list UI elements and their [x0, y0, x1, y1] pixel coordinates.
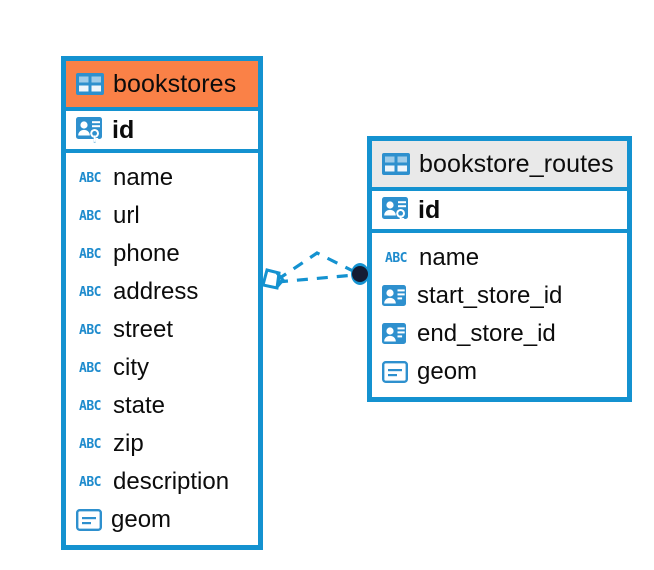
field-label: geom: [111, 506, 172, 533]
field-row[interactable]: ABC phone: [66, 235, 258, 273]
abc-icon: ABC: [79, 170, 101, 186]
abc-icon: ABC: [79, 322, 101, 338]
entity-bookstores[interactable]: bookstores id ABC: [61, 56, 263, 550]
field-label: address: [113, 278, 199, 305]
primary-key-label: id: [418, 195, 441, 224]
abc-icon: ABC: [79, 246, 101, 262]
field-list-bookstore-routes: ABC name start_store_id: [372, 233, 627, 397]
field-label: url: [113, 202, 140, 229]
foreign-key-icon: [382, 322, 408, 346]
field-row[interactable]: ABC name: [372, 239, 627, 277]
field-row[interactable]: geom: [66, 501, 258, 539]
table-icon: [382, 153, 410, 175]
field-row[interactable]: ABC description: [66, 463, 258, 501]
abc-icon: ABC: [79, 360, 101, 376]
primary-key-icon: [382, 197, 410, 223]
abc-icon: ABC: [79, 474, 101, 490]
field-row[interactable]: ABC city: [66, 349, 258, 387]
field-row[interactable]: end_store_id: [372, 315, 627, 353]
field-label: zip: [113, 430, 144, 457]
abc-icon: ABC: [79, 398, 101, 414]
field-label: name: [113, 164, 174, 191]
field-label: geom: [417, 358, 478, 385]
field-row[interactable]: geom: [372, 353, 627, 391]
entity-title: bookstore_routes: [419, 149, 614, 178]
field-row[interactable]: ABC state: [66, 387, 258, 425]
table-icon: [76, 73, 104, 95]
entity-header-bookstores[interactable]: bookstores: [66, 61, 258, 107]
abc-icon: ABC: [79, 208, 101, 224]
field-row[interactable]: start_store_id: [372, 277, 627, 315]
abc-icon: ABC: [385, 250, 407, 266]
field-row[interactable]: ABC zip: [66, 425, 258, 463]
field-label: state: [113, 392, 166, 419]
field-label: start_store_id: [417, 282, 563, 309]
primary-key-label: id: [112, 115, 135, 144]
entity-title: bookstores: [113, 69, 237, 98]
field-row[interactable]: ABC name: [66, 159, 258, 197]
diamond-marker: [261, 268, 285, 290]
field-label: description: [113, 468, 230, 495]
primary-key-row-bookstore-routes[interactable]: id: [372, 187, 627, 233]
field-label: phone: [113, 240, 180, 267]
relationship-line-lower: [276, 273, 356, 284]
geometry-icon: [76, 509, 102, 531]
field-row[interactable]: ABC street: [66, 311, 258, 349]
field-label: street: [113, 316, 174, 343]
primary-key-icon: [76, 117, 104, 143]
abc-icon: ABC: [79, 436, 101, 452]
field-list-bookstores: ABC name ABC url ABC phone ABC address A…: [66, 153, 258, 545]
geometry-icon: [382, 361, 408, 383]
entity-bookstore-routes[interactable]: bookstore_routes id ABC name: [367, 136, 632, 402]
relationship-line-upper: [276, 251, 356, 282]
field-row[interactable]: ABC url: [66, 197, 258, 235]
field-label: end_store_id: [417, 320, 556, 347]
foreign-key-icon: [382, 284, 408, 308]
abc-icon: ABC: [79, 284, 101, 300]
entity-header-bookstore-routes[interactable]: bookstore_routes: [372, 141, 627, 187]
field-label: city: [113, 354, 149, 381]
field-label: name: [419, 244, 480, 271]
field-row[interactable]: ABC address: [66, 273, 258, 311]
primary-key-row-bookstores[interactable]: id: [66, 107, 258, 153]
relationship-connector[interactable]: [255, 240, 385, 310]
